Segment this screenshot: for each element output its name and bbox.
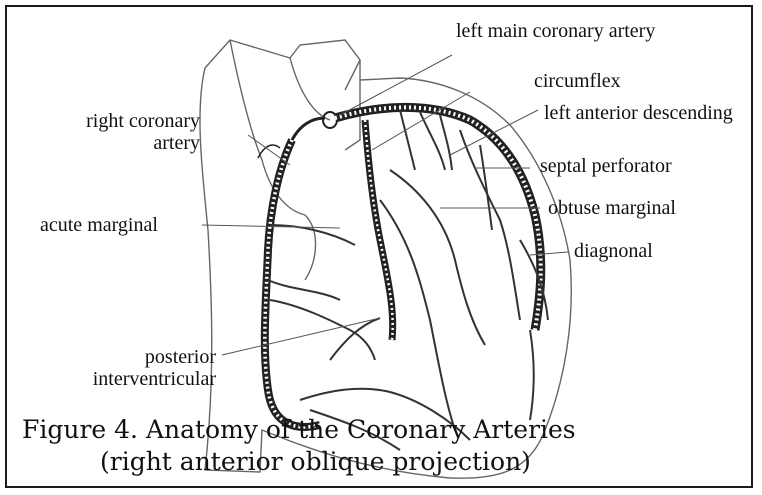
circumflex-artery [365,120,393,340]
figure-caption-line2: (right anterior oblique projection) [100,447,531,477]
left-anterior-descending [323,107,541,330]
label-left-main-coronary-artery: left main coronary artery [456,20,655,42]
figure-caption-line1: Figure 4. Anatomy of the Coronary Arteri… [22,415,576,445]
label-diagonal: diagnonal [574,240,653,262]
label-circumflex: circumflex [534,70,621,92]
label-right-coronary-line2: artery [40,132,200,154]
label-left-anterior-descending: left anterior descending [544,102,733,124]
label-acute-marginal: acute marginal [40,214,158,236]
label-posterior-line1: posterior [40,346,216,368]
artery-branches [268,110,548,450]
right-coronary-artery [258,118,325,427]
label-septal-perforator: septal perforator [540,155,672,177]
label-posterior-line2: interventricular [40,368,216,390]
label-right-coronary-line1: right coronary [40,110,200,132]
leader-lines [202,55,568,355]
label-obtuse-marginal: obtuse marginal [548,197,676,219]
